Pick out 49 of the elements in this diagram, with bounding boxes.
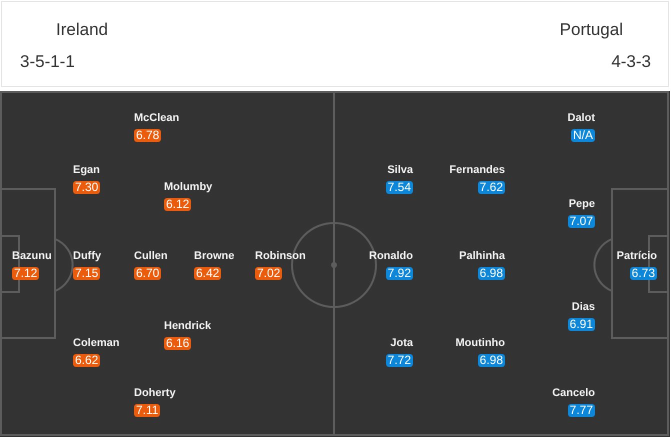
player-name: Jota xyxy=(390,337,413,350)
rating-badge: 6.12 xyxy=(164,198,192,211)
player-name: Moutinho xyxy=(456,337,505,350)
rating-badge: 6.42 xyxy=(194,267,222,280)
player-name: Doherty xyxy=(134,387,176,400)
rating-badge: 6.70 xyxy=(134,267,162,280)
player-name: Robinson xyxy=(255,250,306,263)
rating-badge: 7.77 xyxy=(568,404,595,417)
rating-badge: 7.11 xyxy=(134,404,160,417)
rating-badge: N/A xyxy=(570,129,595,142)
rating-badge: 7.02 xyxy=(255,267,282,280)
player-name: Bazunu xyxy=(12,250,52,263)
player-name: Patrício xyxy=(616,250,657,263)
formation: 4-3-3 xyxy=(611,52,651,72)
rating-badge: 6.73 xyxy=(630,267,657,280)
player-name: Palhinha xyxy=(459,250,505,263)
player-name: Pepe xyxy=(568,198,595,211)
rating-badge: 7.07 xyxy=(568,215,595,228)
rating-badge: 7.30 xyxy=(73,181,100,194)
player-name: Fernandes xyxy=(449,164,505,177)
player-name: Molumby xyxy=(164,181,212,194)
player-name: Hendrick xyxy=(164,320,212,333)
player-name: Dalot xyxy=(568,112,595,125)
player-name: Dias xyxy=(572,301,595,314)
rating-badge: 7.92 xyxy=(386,267,413,280)
player-name: Egan xyxy=(73,164,100,177)
rating-badge: 7.15 xyxy=(73,267,100,280)
formation: 3-5-1-1 xyxy=(20,52,75,72)
player-name: Ronaldo xyxy=(369,250,413,263)
player-name: Duffy xyxy=(73,250,102,263)
rating-badge: 7.72 xyxy=(386,354,413,367)
rating-badge: 6.78 xyxy=(134,129,162,142)
player-name: Cullen xyxy=(134,250,168,263)
rating-badge: 6.91 xyxy=(568,318,595,331)
player-name: Silva xyxy=(387,164,413,177)
player-name: Cancelo xyxy=(552,387,595,400)
rating-badge: 6.98 xyxy=(478,354,505,367)
rating-badge: 7.54 xyxy=(386,181,413,194)
team-header-card xyxy=(1,1,669,87)
player-name: Coleman xyxy=(73,337,120,350)
team-name: Portugal xyxy=(560,20,623,40)
rating-badge: 6.62 xyxy=(73,354,100,367)
player-name: McClean xyxy=(134,112,180,125)
rating-badge: 7.62 xyxy=(478,181,505,194)
rating-badge: 6.16 xyxy=(164,337,192,350)
rating-badge: 6.98 xyxy=(478,267,505,280)
rating-badge: 7.12 xyxy=(12,267,40,280)
player-name: Browne xyxy=(194,250,234,263)
team-name: Ireland xyxy=(56,20,108,40)
